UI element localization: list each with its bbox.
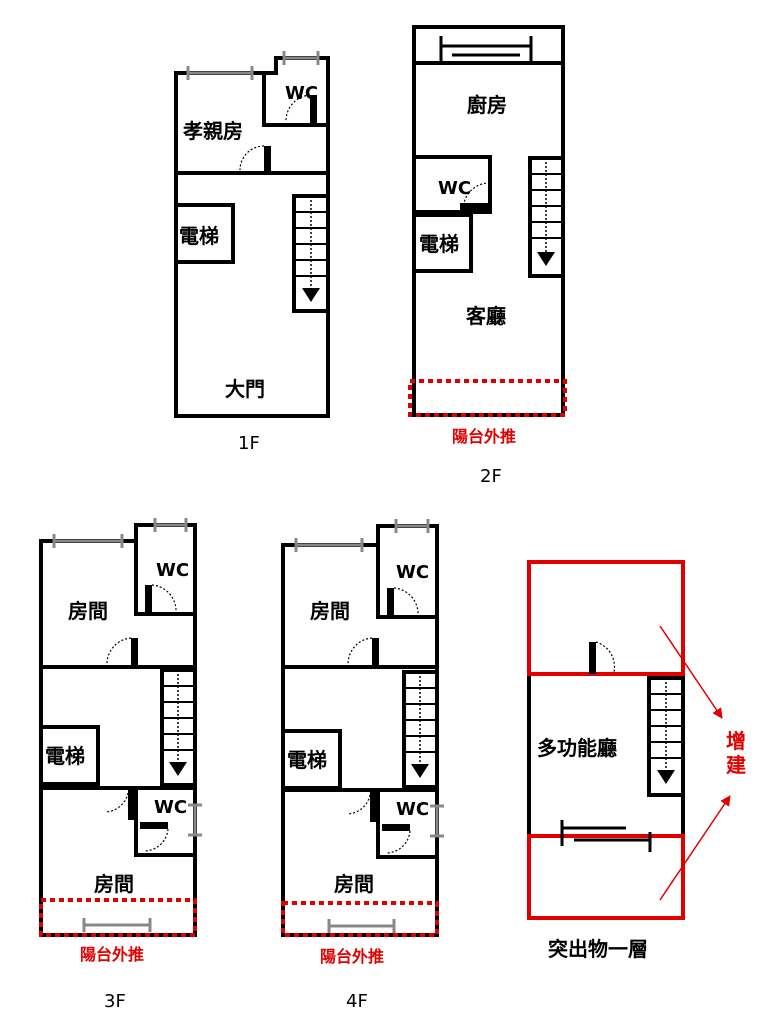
f3-floor-label: 3F: [104, 991, 126, 1012]
f2-balcony-note: 陽台外推: [452, 427, 516, 446]
f4-floor-label: 4F: [346, 991, 368, 1012]
f4-wc-bottom-label: WC: [396, 799, 429, 820]
f2-elevator-label: 電梯: [419, 232, 459, 256]
f1-floor-label: 1F: [238, 433, 260, 454]
floor-2-plan: [408, 25, 567, 417]
f3-wc-bottom-label: WC: [154, 797, 187, 818]
f3-room-top-label: 房間: [68, 599, 108, 623]
floor-3-plan: [39, 518, 202, 937]
roof-floor-label: 突出物一層: [548, 937, 648, 961]
f4-wc-top-label: WC: [396, 562, 429, 583]
f2-kitchen-label: 廚房: [467, 93, 507, 117]
floor-4-plan: [281, 519, 444, 937]
f3-elevator-label: 電梯: [45, 744, 85, 768]
f2-floor-label: 2F: [480, 466, 502, 487]
f1-parents-room-label: 孝親房: [182, 119, 243, 143]
f3-balcony-note: 陽台外推: [80, 945, 144, 964]
f1-main-door-label: 大門: [225, 377, 265, 401]
roof-plan: [527, 560, 731, 920]
f2-living-room-label: 客廳: [465, 304, 506, 328]
f4-room-bottom-label: 房間: [334, 872, 374, 896]
f1-elevator-label: 電梯: [179, 224, 219, 248]
f3-wc-top-label: WC: [156, 560, 189, 581]
f4-balcony-note: 陽台外推: [320, 947, 384, 966]
roof-addition-note-2: 建: [726, 753, 746, 777]
floor-1-plan: [174, 51, 330, 418]
f3-room-bottom-label: 房間: [94, 872, 134, 896]
f4-elevator-label: 電梯: [287, 748, 327, 772]
roof-multi-room-label: 多功能廳: [537, 736, 617, 760]
f1-wc-label: WC: [285, 83, 318, 104]
f2-wc-label: WC: [438, 178, 471, 199]
roof-addition-note-1: 增: [726, 729, 746, 753]
f4-room-top-label: 房間: [310, 599, 350, 623]
